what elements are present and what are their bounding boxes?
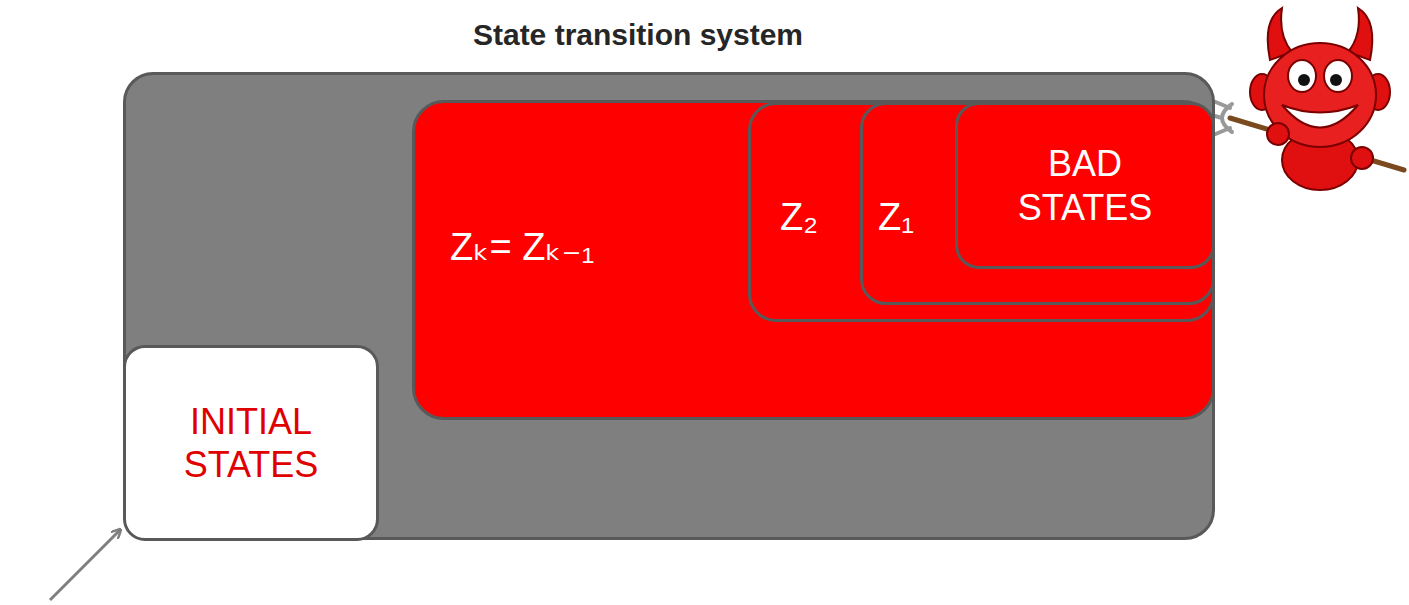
preimage-region: Z₂ Z₁ BAD STATES	[748, 102, 1215, 322]
preimage-region: Z₁ BAD STATES	[860, 102, 1215, 305]
node-label: Z₂	[780, 195, 818, 241]
node-label: Zₖ= Zₖ₋₁	[450, 225, 594, 271]
diagram-title: State transition system	[473, 17, 803, 53]
devil-figure	[1200, 8, 1404, 190]
node-label: BAD STATES	[1000, 142, 1170, 228]
entry-arrow	[50, 530, 120, 600]
initial-states-box: INITIAL STATES	[123, 345, 379, 541]
fixpoint-region: Zₖ= Zₖ₋₁ Z₂ Z₁ BAD STATES	[412, 100, 1215, 420]
node-label: Z₁	[878, 195, 914, 241]
bad-states-box: BAD STATES	[955, 102, 1215, 269]
system-region: State transition systemINITIAL STATESZₖ=…	[123, 72, 1215, 540]
node-label: INITIAL STATES	[166, 400, 336, 486]
